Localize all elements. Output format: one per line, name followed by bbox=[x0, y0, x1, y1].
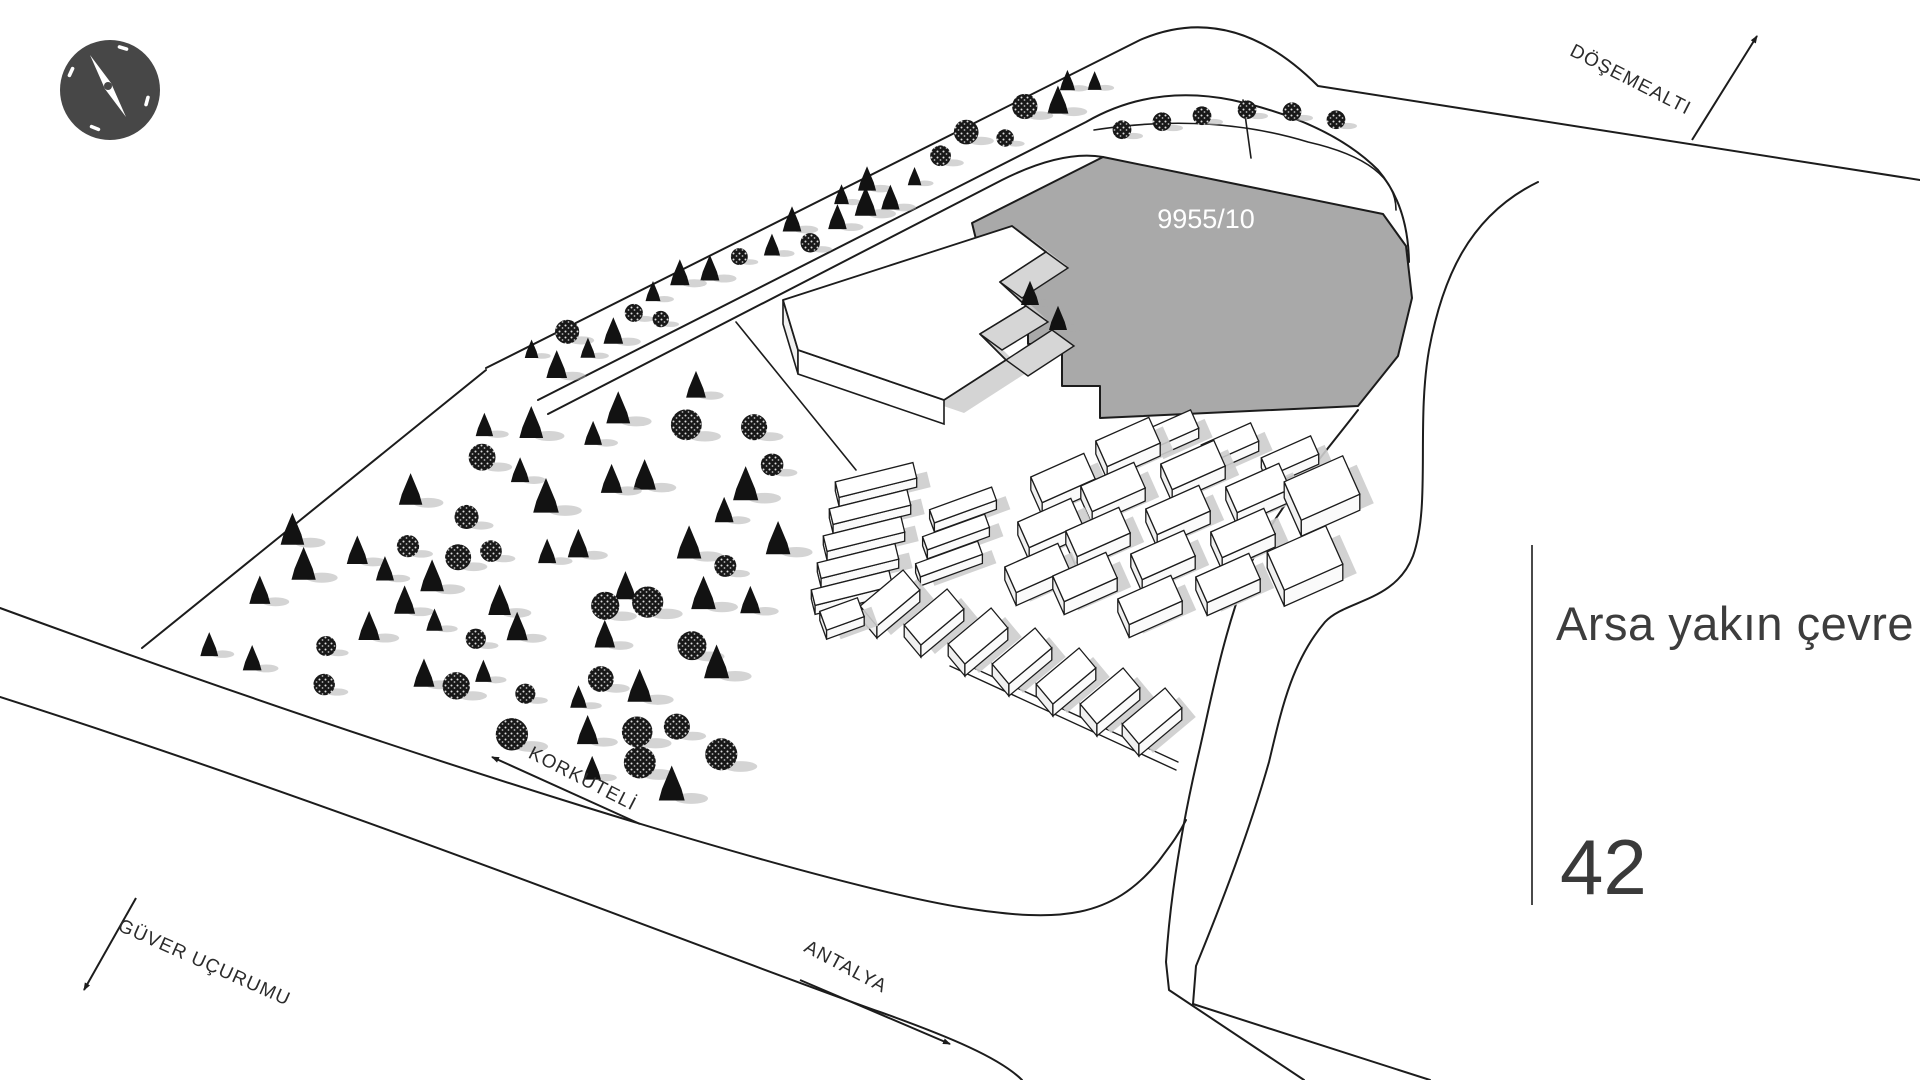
house bbox=[1051, 551, 1132, 616]
road-label-korkuteli: KORKUTELİ bbox=[491, 743, 641, 825]
road-line-12 bbox=[735, 321, 857, 471]
road-line-6 bbox=[0, 696, 1023, 1080]
house bbox=[1116, 574, 1197, 639]
house bbox=[822, 515, 919, 562]
house bbox=[1194, 552, 1275, 617]
house bbox=[828, 488, 925, 535]
road-labels: DÖŞEMEALTI KORKUTELİ ANTALYA GÜVER UÇURUMU bbox=[83, 35, 1758, 1045]
house bbox=[1209, 507, 1290, 572]
road-label-antalya: ANTALYA bbox=[799, 937, 951, 1045]
house bbox=[903, 588, 978, 659]
direction-arrow-guver-ucurumu bbox=[83, 897, 137, 991]
direction-text-dosemealti: DÖŞEMEALTI bbox=[1566, 41, 1694, 120]
house bbox=[991, 627, 1066, 698]
house bbox=[1121, 687, 1196, 758]
houses bbox=[810, 409, 1374, 758]
direction-text-guver-ucurumu: GÜVER UÇURUMU bbox=[115, 915, 294, 1010]
road-line-0 bbox=[485, 26, 1920, 369]
parcel-9955-10: 9955/10 bbox=[971, 156, 1413, 419]
compass-icon bbox=[60, 40, 160, 140]
house bbox=[1035, 647, 1110, 718]
direction-arrow-antalya bbox=[799, 979, 951, 1045]
roads bbox=[0, 26, 1920, 1080]
road-line-3 bbox=[1192, 181, 1539, 1080]
large-building bbox=[782, 225, 1076, 426]
road-label-dosemealti: DÖŞEMEALTI bbox=[1566, 35, 1758, 141]
terrace-1 bbox=[978, 305, 1050, 351]
terrace-2 bbox=[1004, 329, 1076, 377]
road-label-guver-ucurumu: GÜVER UÇURUMU bbox=[83, 897, 294, 1011]
page-number: 42 bbox=[1560, 823, 1647, 911]
road-line-5 bbox=[0, 607, 1187, 917]
house bbox=[947, 607, 1022, 678]
house bbox=[1079, 461, 1160, 526]
house bbox=[921, 513, 1004, 560]
house bbox=[1079, 667, 1154, 738]
house bbox=[834, 461, 931, 508]
parcel-label: 9955/10 bbox=[1157, 204, 1255, 234]
terrace-0 bbox=[998, 251, 1070, 299]
house bbox=[818, 596, 879, 641]
forest-trees bbox=[200, 370, 813, 804]
road-line-7 bbox=[141, 369, 487, 649]
tree-band bbox=[524, 69, 1115, 381]
house bbox=[1283, 454, 1374, 538]
house bbox=[816, 542, 913, 589]
house bbox=[914, 540, 997, 587]
direction-arrow-korkuteli bbox=[491, 756, 641, 825]
direction-arrow-dosemealti bbox=[1691, 35, 1758, 141]
house bbox=[1266, 524, 1357, 608]
page-title: Arsa yakın çevre bbox=[1556, 597, 1915, 650]
roadside-trees bbox=[1021, 100, 1357, 332]
road-line-4 bbox=[547, 154, 1104, 415]
title-divider bbox=[1531, 545, 1533, 905]
